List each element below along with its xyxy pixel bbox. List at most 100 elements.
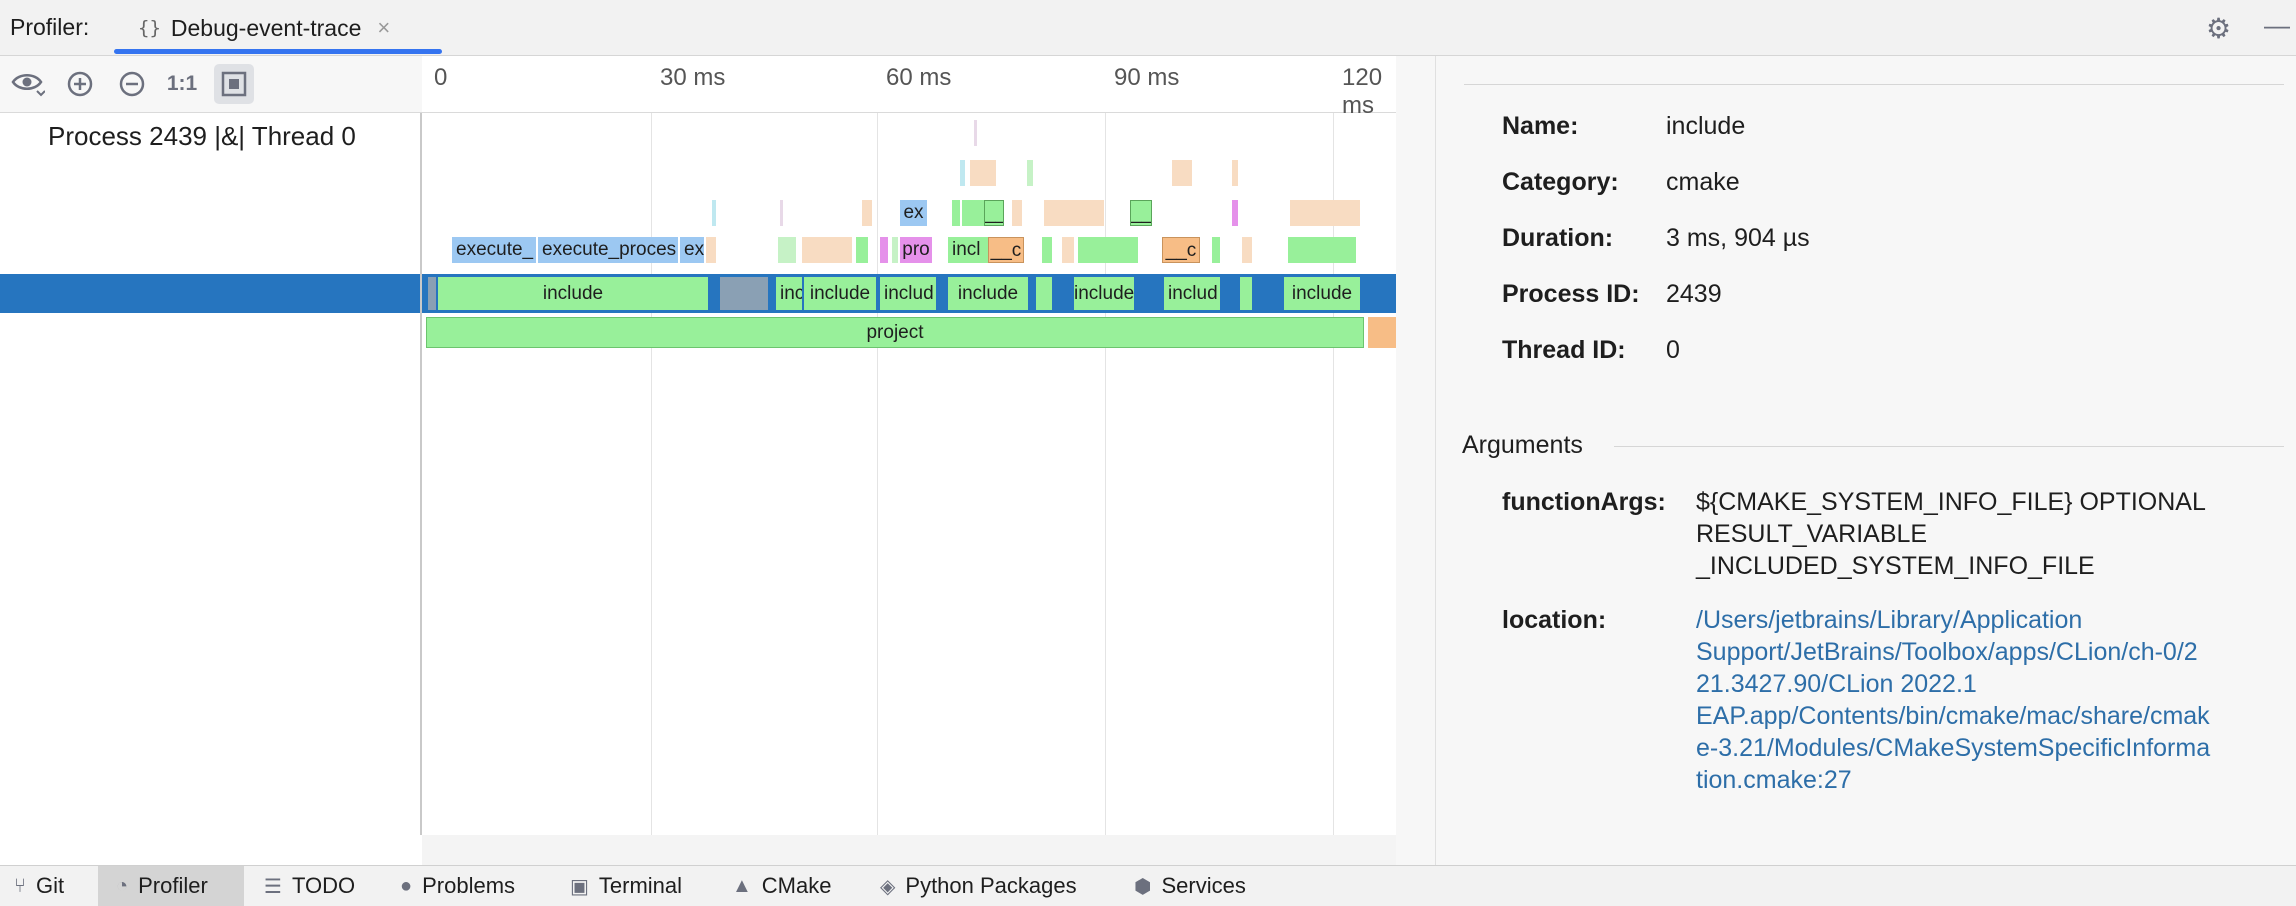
fit-view-button[interactable]: [214, 64, 254, 104]
flame-segment-incl[interactable]: incl: [948, 237, 988, 263]
services-tool-button[interactable]: ⬢ Services: [1134, 866, 1246, 906]
flame-segment[interactable]: [778, 237, 796, 263]
function-args-line: ${CMAKE_SYSTEM_INFO_FILE} OPTIONAL: [1696, 488, 2206, 516]
flame-segment[interactable]: [1242, 237, 1252, 263]
problems-tool-button[interactable]: ● Problems: [400, 866, 515, 906]
flame-segment[interactable]: [962, 200, 984, 226]
zoom-out-button[interactable]: [112, 64, 152, 104]
flame-segment[interactable]: [1012, 200, 1022, 226]
python-packages-tool-button[interactable]: ◈ Python Packages: [880, 866, 1077, 906]
location-link[interactable]: /Users/jetbrains/Library/Application Sup…: [1696, 604, 2276, 796]
time-ruler: 0 30 ms 60 ms 90 ms 120 ms: [422, 56, 1396, 119]
tick-label: 30 ms: [660, 64, 726, 91]
cmake-label: CMake: [761, 873, 832, 898]
flame-segment-include[interactable]: include: [1074, 277, 1134, 310]
flame-segment-include[interactable]: include: [1284, 277, 1360, 310]
cmake-tool-button[interactable]: ▲ CMake: [732, 866, 831, 906]
function-args-line: RESULT_VARIABLE: [1696, 520, 1928, 548]
flame-segment-ex-top[interactable]: ex: [900, 200, 927, 226]
flame-segment[interactable]: [1027, 160, 1033, 186]
flame-segment[interactable]: [1240, 277, 1252, 310]
warning-circle-icon: ●: [400, 874, 413, 897]
flame-segment-dash2[interactable]: __: [1130, 200, 1152, 226]
flame-segment[interactable]: [712, 200, 716, 226]
flame-segment-dash1[interactable]: __: [984, 200, 1004, 226]
flame-segment[interactable]: [970, 160, 996, 186]
flame-segment[interactable]: [952, 200, 960, 226]
flame-segment[interactable]: [1044, 200, 1104, 226]
flame-segment[interactable]: [1288, 237, 1356, 263]
flame-segment[interactable]: [1036, 277, 1052, 310]
profiler-tool-button[interactable]: ◔ Profiler: [98, 866, 244, 906]
flame-segment-project[interactable]: project: [426, 317, 1364, 348]
flame-segment[interactable]: [1062, 237, 1074, 263]
zoom-in-icon: [67, 71, 93, 97]
location-line[interactable]: 21.3427.90/CLion 2022.1: [1696, 670, 1977, 698]
flame-segment[interactable]: [706, 237, 716, 263]
thread-label[interactable]: Process 2439 |&| Thread 0: [48, 121, 356, 151]
flame-segment[interactable]: [780, 200, 783, 226]
gridline: [1333, 113, 1334, 835]
location-line[interactable]: EAP.app/Contents/bin/cmake/mac/share/cma…: [1696, 702, 2210, 730]
flame-segment-include[interactable]: include: [438, 277, 708, 310]
flame-segment[interactable]: [1042, 237, 1052, 263]
thread-list: Process 2439 |&| Thread 0: [0, 113, 422, 835]
terminal-tool-button[interactable]: ▣ Terminal: [570, 866, 682, 906]
location-line[interactable]: e-3.21/Modules/CMakeSystemSpecificInform…: [1696, 734, 2211, 762]
horizontal-scrollbar[interactable]: [422, 835, 1396, 865]
flame-graph[interactable]: ex __ __ execute_ execute_proces ex pro …: [422, 113, 1396, 835]
flame-segment-execute[interactable]: execute_: [452, 237, 536, 263]
flame-segment[interactable]: [974, 120, 977, 146]
category-label: Category:: [1502, 168, 1619, 196]
category-value: cmake: [1666, 168, 1740, 196]
todo-tool-button[interactable]: ☰ TODO: [264, 866, 355, 906]
name-value: include: [1666, 112, 1746, 140]
location-line[interactable]: tion.cmake:27: [1696, 766, 1852, 794]
tab-debug-event-trace[interactable]: {} Debug-event-trace ×: [114, 0, 442, 56]
flame-segment[interactable]: [1232, 200, 1238, 226]
flame-segment[interactable]: [856, 237, 868, 263]
flame-segment[interactable]: [880, 237, 888, 263]
tick-label: 60 ms: [886, 64, 952, 91]
flame-segment[interactable]: [1212, 237, 1220, 263]
flame-segment[interactable]: [720, 277, 768, 310]
flame-segment-c[interactable]: __c: [988, 237, 1024, 263]
duration-label: Duration:: [1502, 224, 1614, 252]
flame-segment-include[interactable]: includ: [1164, 277, 1220, 310]
tool-window-header: Profiler: {} Debug-event-trace × ⚙ —: [0, 0, 2296, 56]
flame-segment[interactable]: [1232, 160, 1238, 186]
thread-id-label: Thread ID:: [1502, 336, 1626, 364]
flame-segment[interactable]: [428, 277, 436, 310]
flame-segment[interactable]: [1368, 317, 1396, 348]
panel-splitter[interactable]: [1396, 56, 1436, 865]
actual-size-button[interactable]: 1:1: [166, 72, 198, 95]
flame-segment-pro[interactable]: pro: [900, 237, 932, 263]
tick-label: 90 ms: [1114, 64, 1180, 91]
services-label: Services: [1161, 873, 1246, 898]
selected-thread-row[interactable]: [0, 274, 420, 313]
todo-label: TODO: [291, 873, 356, 898]
flame-segment-include[interactable]: inc: [776, 277, 802, 310]
flame-segment-c[interactable]: __c: [1162, 237, 1200, 263]
visibility-button[interactable]: [8, 64, 48, 104]
flame-segment-execute-process[interactable]: execute_proces: [538, 237, 678, 263]
zoom-in-button[interactable]: [60, 64, 100, 104]
flame-segment[interactable]: [1078, 237, 1138, 263]
flame-segment[interactable]: [960, 160, 965, 186]
location-line[interactable]: Support/JetBrains/Toolbox/apps/CLion/ch-…: [1696, 638, 2198, 666]
gear-icon[interactable]: ⚙: [2206, 13, 2232, 44]
flame-segment-include[interactable]: include: [948, 277, 1028, 310]
flame-segment[interactable]: [802, 237, 852, 263]
flame-segment-include[interactable]: include: [804, 277, 876, 310]
close-icon[interactable]: ×: [377, 15, 391, 40]
flame-segment[interactable]: [862, 200, 872, 226]
flame-segment-include[interactable]: includ: [880, 277, 936, 310]
flame-segment[interactable]: [1172, 160, 1192, 186]
location-line[interactable]: /Users/jetbrains/Library/Application: [1696, 606, 2083, 634]
minimize-icon[interactable]: —: [2264, 10, 2290, 40]
flame-segment-execute[interactable]: ex: [680, 237, 704, 263]
flame-segment[interactable]: [1290, 200, 1360, 226]
details-panel: Name: include Category: cmake Duration: …: [1436, 56, 2296, 865]
git-tool-button[interactable]: ⑂ Git: [14, 866, 76, 906]
flame-segment[interactable]: [892, 237, 898, 263]
